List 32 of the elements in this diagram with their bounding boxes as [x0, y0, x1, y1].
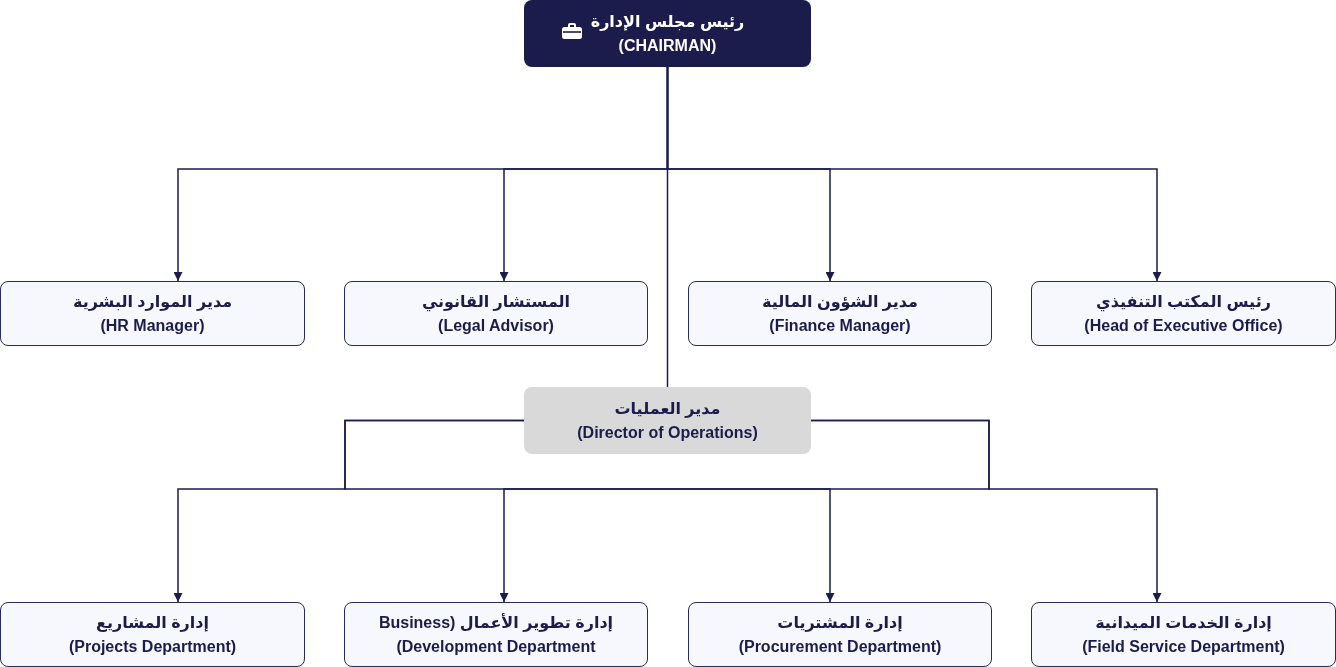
role-title: إدارة المشاريع: [96, 612, 209, 634]
role-title: مدير الموارد البشرية: [72, 291, 233, 313]
connector-line: [666, 66, 669, 388]
role-box: [524, 0, 811, 67]
role-subtitle: (CHAIRMAN): [618, 35, 717, 56]
role-box: [0, 602, 305, 667]
role-title: مدير العمليات: [614, 398, 721, 420]
role-box: [344, 602, 648, 667]
role-subtitle: (Procurement Department): [738, 636, 942, 657]
role-subtitle: (Legal Advisor): [438, 315, 554, 336]
role-title: إدارة الخدمات الميدانية: [1095, 612, 1272, 634]
role-box: [688, 602, 992, 667]
role-title: المستشار القانوني: [421, 291, 571, 314]
role-box: [1031, 602, 1336, 667]
role-title: رئيس المكتب التنفيذي: [1096, 291, 1271, 314]
role-box: [0, 281, 305, 346]
role-subtitle: (Head of Executive Office): [1084, 315, 1283, 336]
role-title: إدارة المشتريات: [777, 612, 903, 634]
role-subtitle: (Field Service Department): [1082, 636, 1285, 657]
role-title: مدير الشؤون المالية: [762, 291, 918, 313]
role-box: [344, 281, 648, 346]
connector-arrow: [810, 419, 1162, 603]
role-box: [688, 281, 992, 346]
role-box: [1031, 281, 1336, 346]
role-subtitle: (Projects Department): [68, 636, 237, 657]
role-title: إدارة تطوير الأعمال (Business Development Department): [377, 612, 615, 657]
role-subtitle: (Director of Operations): [577, 422, 758, 443]
role-box: [524, 387, 811, 454]
connector-arrow: [344, 419, 835, 603]
role-title: رئيس مجلس الإدارة: [590, 11, 745, 33]
role-subtitle: (Finance Manager): [769, 315, 911, 336]
role-subtitle: (HR Manager): [100, 315, 205, 336]
